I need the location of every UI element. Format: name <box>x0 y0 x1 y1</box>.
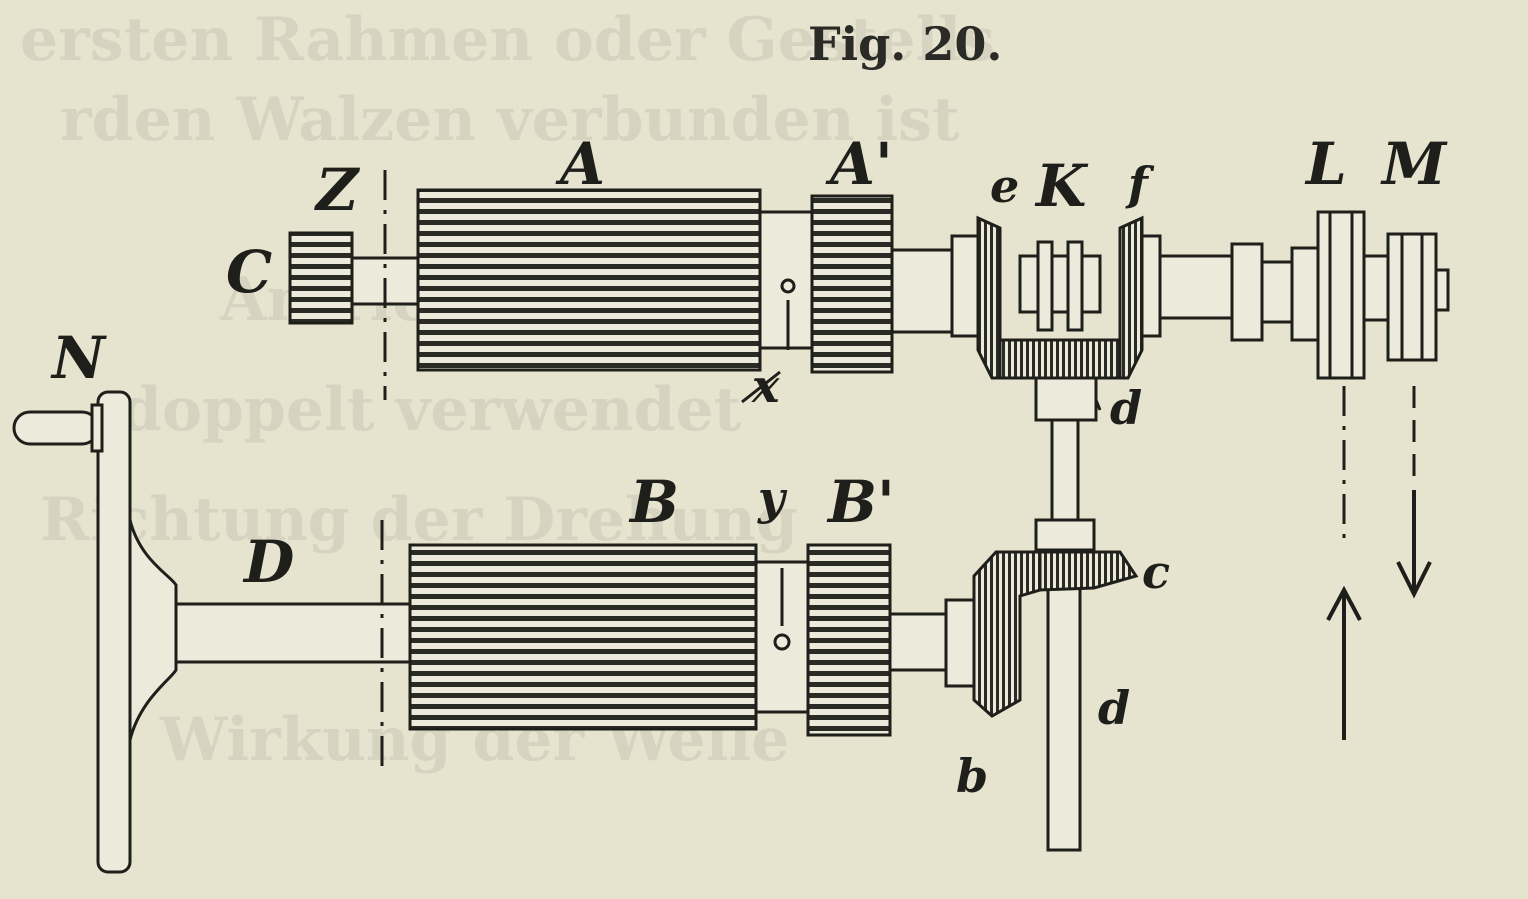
roller-a <box>416 188 762 372</box>
svg-text:Richtung der Drehung: Richtung der Drehung <box>40 485 798 555</box>
coupling-right <box>1290 246 1320 342</box>
upper-shaft-mid <box>890 248 960 334</box>
upper-shaft-right <box>1158 254 1234 320</box>
k-inner-block <box>1018 254 1102 314</box>
pulley-m <box>1386 232 1438 362</box>
label-y: y <box>757 471 788 525</box>
label-c-lower: c <box>1142 545 1170 599</box>
arrow-down-icon <box>1396 490 1432 599</box>
svg-text:doppelt verwendet: doppelt verwendet <box>120 375 742 445</box>
bevel-gear-b <box>972 550 1042 718</box>
upper-shaft-assembly <box>288 188 1450 380</box>
vertical-shaft-d <box>1034 376 1098 852</box>
handwheel-hub <box>128 519 178 741</box>
k-inner-right <box>1066 240 1084 332</box>
hub-f <box>1140 234 1162 338</box>
lower-shaft-assembly <box>12 390 1139 874</box>
pin-y <box>773 633 791 651</box>
pulley-l <box>1316 210 1366 380</box>
handwheel-rim <box>96 390 132 874</box>
shaft-d <box>174 602 414 664</box>
label-e: e <box>990 159 1019 213</box>
roller-b-prime <box>806 543 892 737</box>
gear-c <box>288 231 354 325</box>
label-c: C <box>226 238 272 306</box>
label-a: A <box>555 130 605 198</box>
label-d: D <box>242 528 294 596</box>
label-f: f <box>1125 157 1155 211</box>
label-b-lower: b <box>956 749 988 803</box>
bevel-base <box>998 338 1122 380</box>
pin-x <box>780 278 796 294</box>
crank-handle <box>12 410 100 446</box>
coupling-left <box>1230 242 1264 342</box>
svg-text:rden Walzen verbunden ist: rden Walzen verbunden ist <box>60 85 960 155</box>
label-b: B <box>628 468 679 536</box>
bevel-gear-c <box>1038 550 1139 592</box>
k-inner-left <box>1036 240 1054 332</box>
arrow-up-icon <box>1326 585 1362 740</box>
svg-text:ersten Rahmen oder Gestells: ersten Rahmen oder Gestells <box>20 5 995 75</box>
label-z: Z <box>314 156 361 224</box>
roller-a-prime <box>810 194 894 374</box>
label-b-prime: B' <box>826 468 895 536</box>
label-n: N <box>50 324 107 392</box>
label-l: L <box>1304 130 1347 198</box>
label-a-prime: A' <box>825 130 893 198</box>
lower-gap-shaft <box>754 560 810 714</box>
label-m: M <box>1380 130 1448 198</box>
figure-title: Fig. 20. <box>808 17 1002 71</box>
roller-b <box>408 543 758 731</box>
label-d-lower: d <box>1098 681 1130 735</box>
label-d-upper: d <box>1110 381 1142 435</box>
label-x: x <box>751 359 780 413</box>
label-k: K <box>1034 152 1089 220</box>
coupling-mid <box>1260 260 1294 324</box>
